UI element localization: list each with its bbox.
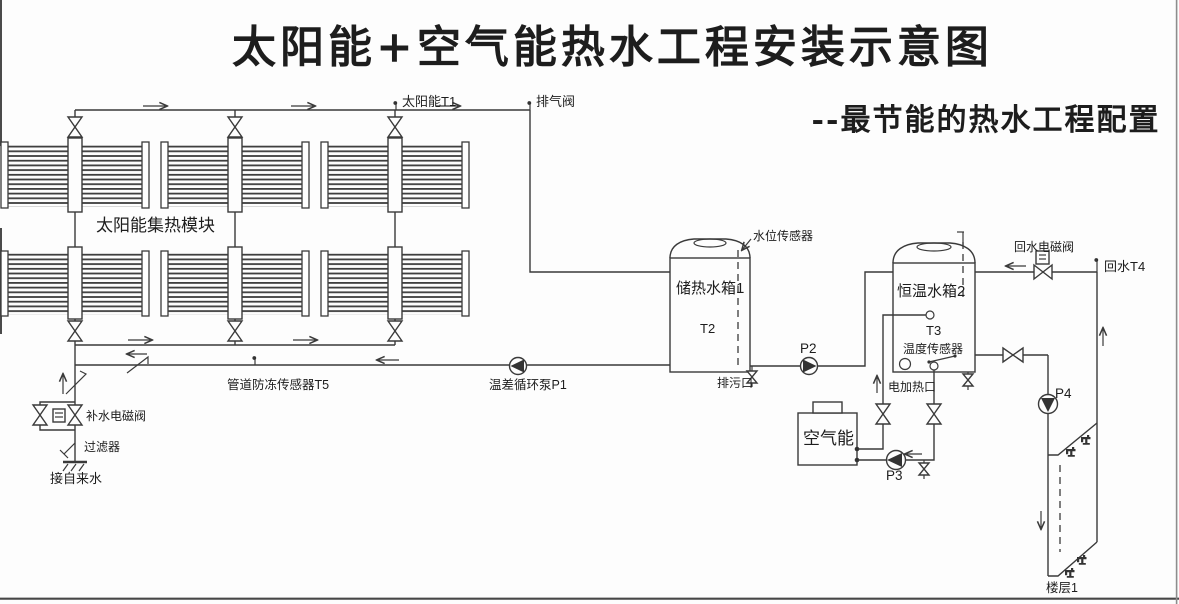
valve-icon <box>925 403 943 425</box>
return-riser <box>975 250 1103 578</box>
sensor-t5-icon <box>252 356 257 365</box>
drain-valve-icon <box>917 460 931 479</box>
heating-port <box>898 357 912 371</box>
label-floor1: 楼层1 <box>1046 581 1078 595</box>
label-exhaust-valve: 排气阀 <box>536 94 576 109</box>
tank1-drain-valve-icon <box>745 366 759 387</box>
label-pump-p4: P4 <box>1055 386 1072 401</box>
page-title: 太阳能+空气能热水工程安装示意图 <box>232 22 993 73</box>
sensor-t1-icon <box>393 101 398 110</box>
label-tank1-drain: 排污口 <box>717 376 754 390</box>
pump-p4-icon <box>1037 393 1059 415</box>
label-tank2-name: 恒温水箱2 <box>897 283 966 300</box>
temp-sensor-pointer <box>927 354 957 364</box>
label-makeup-solenoid: 补水电磁阀 <box>86 409 147 423</box>
makeup-water-line <box>31 345 88 472</box>
tank1-shape <box>669 238 759 387</box>
transfer-line-p2 <box>750 271 893 376</box>
valve-icon <box>874 403 892 425</box>
valve-icon <box>66 116 404 342</box>
sensor-t4-icon <box>1094 258 1099 272</box>
faucet-icon <box>1066 447 1076 457</box>
flow-arrow <box>128 106 460 340</box>
label-return-solenoid: 回水电磁阀 <box>1014 240 1075 254</box>
label-temp-sensor: 温度传感器 <box>903 342 964 356</box>
collector-panel <box>160 246 310 320</box>
pump-p3-icon <box>885 449 907 471</box>
label-collector-module: 太阳能集热模块 <box>96 216 215 235</box>
air-energy-fan-housing <box>812 401 843 414</box>
level-sensor-pointer <box>742 238 752 250</box>
valve-icon <box>31 404 49 426</box>
label-air-energy: 空气能 <box>803 429 854 448</box>
check-valve-icon <box>63 370 88 395</box>
label-antifreeze-sensor-t5: 管道防冻传感器T5 <box>227 378 330 392</box>
tank2-shape <box>892 231 976 390</box>
collector-panel <box>0 137 150 213</box>
air-energy-unit <box>797 412 858 466</box>
label-level-sensor: 水位传感器 <box>753 229 814 243</box>
label-tank1-t2: T2 <box>700 321 716 336</box>
exhaust-valve-icon <box>527 101 532 110</box>
filter-icon <box>59 442 76 459</box>
solar-loop-piping <box>75 110 670 376</box>
heat-pump-loop <box>797 314 943 479</box>
label-tank2-t3: T3 <box>926 323 942 338</box>
pump-p1-icon <box>508 356 528 376</box>
page-subtitle: --最节能的热水工程配置 <box>811 103 1161 138</box>
return-solenoid-valve-icon <box>1033 250 1053 281</box>
faucet-icon <box>1077 555 1087 565</box>
label-pump-p3: P3 <box>886 468 903 483</box>
label-tap-water: 接自来水 <box>50 471 103 486</box>
solar-collector-array <box>0 101 532 346</box>
level-sensor-pin <box>957 231 964 245</box>
collector-panel <box>320 246 470 320</box>
tap-water-source-icon <box>62 460 87 472</box>
label-tank1-name: 储热水箱1 <box>676 280 745 297</box>
pump-p2-icon <box>799 356 819 376</box>
check-valve-icon <box>127 354 149 374</box>
label-filter: 过滤器 <box>84 440 121 454</box>
collector-panel <box>0 246 150 320</box>
valve-icon <box>1002 346 1024 364</box>
label-circulation-pump-p1: 温差循环泵P1 <box>489 378 567 392</box>
makeup-solenoid-valve-icon <box>52 404 84 426</box>
label-sensor-t1: 太阳能T1 <box>402 94 457 109</box>
label-pump-p2: P2 <box>800 341 817 356</box>
collector-panel <box>160 137 310 213</box>
label-sensor-t4: 回水T4 <box>1104 259 1146 274</box>
faucet-icon <box>1081 435 1091 445</box>
collector-panel <box>320 137 470 213</box>
label-heating-port: 电加热口 <box>888 380 937 394</box>
tank2-drain-valve-icon <box>961 372 975 390</box>
